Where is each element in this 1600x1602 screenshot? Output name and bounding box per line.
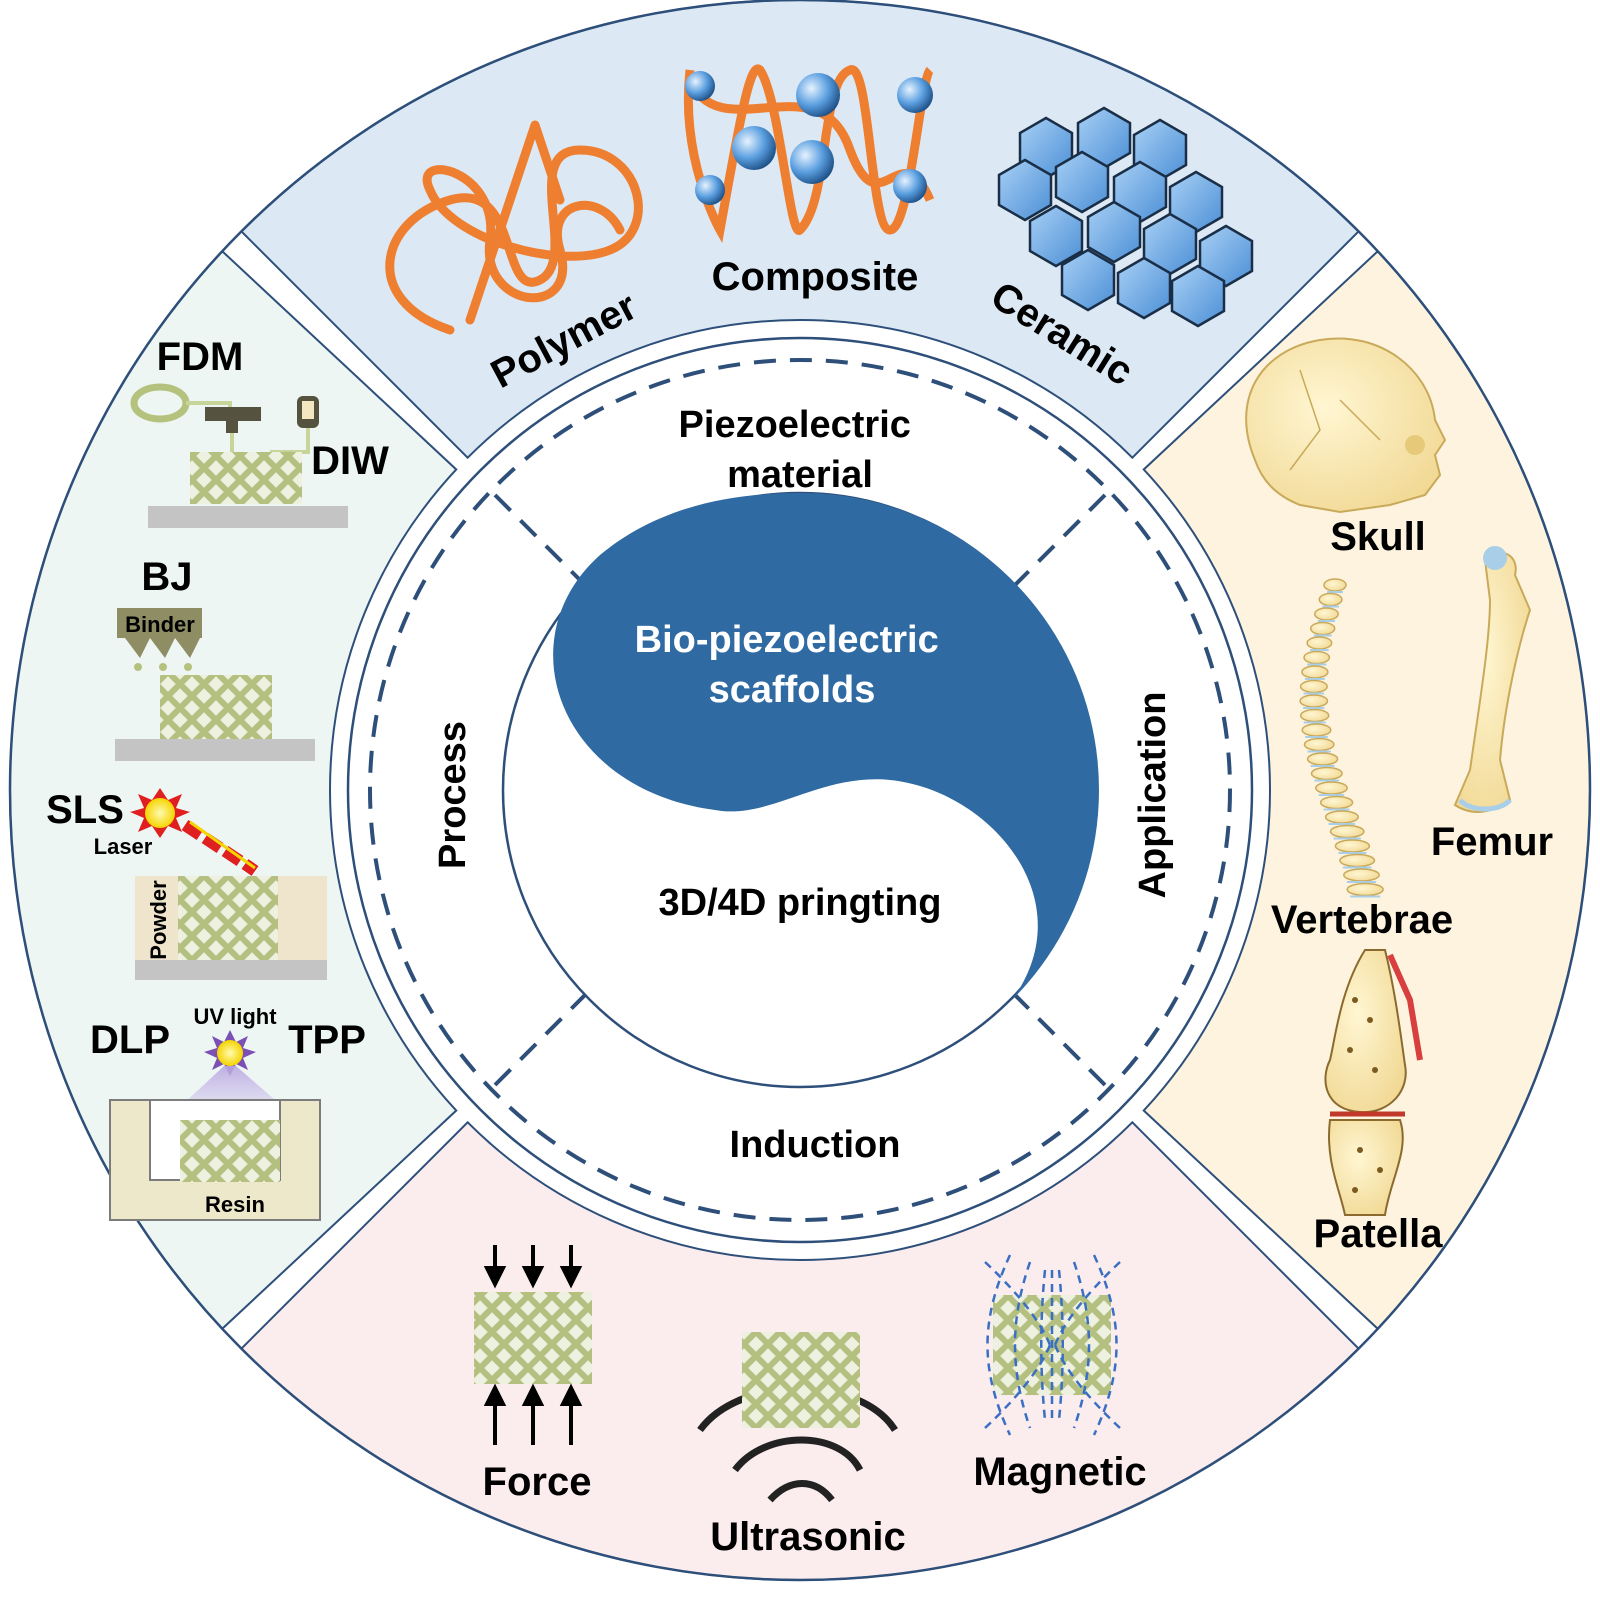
vertebra xyxy=(1318,592,1343,607)
binder-label: Binder xyxy=(125,612,195,637)
diw-label: DIW xyxy=(311,439,389,483)
uv-light-label: UV light xyxy=(193,1004,277,1029)
ring-left-label: Process xyxy=(432,721,474,869)
dashed-dividers xyxy=(493,493,1107,1087)
powder-label: Powder xyxy=(146,880,171,960)
magnetic-icon xyxy=(984,1254,1121,1436)
magnetic-label: Magnetic xyxy=(973,1450,1146,1494)
ceramic-hexagon xyxy=(1116,256,1172,320)
vertebra xyxy=(1339,853,1376,868)
vertebra xyxy=(1309,621,1336,636)
vertebra xyxy=(1299,708,1330,723)
vertebrae-label: Vertebrae xyxy=(1271,898,1453,942)
composite-icon xyxy=(684,64,935,243)
resin-label: Resin xyxy=(205,1192,265,1217)
fdm-printer-icon xyxy=(130,383,348,528)
vertebra xyxy=(1323,578,1347,592)
vertebra xyxy=(1329,824,1365,839)
outer-ring-outline xyxy=(8,0,1592,1582)
ring-top-line1: Piezoelectric xyxy=(679,404,911,446)
vertebra xyxy=(1303,650,1331,665)
ultrasonic-icon xyxy=(697,1332,898,1503)
ring-right-label: Application xyxy=(1132,692,1174,899)
patella-label: Patella xyxy=(1314,1212,1444,1256)
ceramic-icon xyxy=(997,106,1254,328)
vertebra xyxy=(1310,766,1343,781)
vertebra xyxy=(1343,868,1380,882)
vertebra xyxy=(1346,882,1384,897)
vertebra xyxy=(1299,694,1329,708)
skull-icon xyxy=(1245,337,1447,514)
ceramic-hexagon xyxy=(1170,264,1226,328)
fdm-label: FDM xyxy=(157,335,244,379)
vertebra xyxy=(1303,737,1335,752)
scaffolds-label-line1: Bio-piezoelectric xyxy=(635,619,939,661)
ring-top-line2: material xyxy=(727,454,873,496)
force-label: Force xyxy=(483,1460,592,1504)
patella-knee-icon xyxy=(1324,949,1423,1216)
femur-label: Femur xyxy=(1431,820,1553,864)
ceramic-hexagon xyxy=(1086,200,1142,264)
dlp-label: DLP xyxy=(90,1018,170,1062)
tpp-label: TPP xyxy=(288,1018,366,1062)
vertebra xyxy=(1299,679,1328,694)
ceramic-hexagon xyxy=(1054,150,1110,214)
scaffolds-label: Bio-piezoelectric scaffolds xyxy=(635,619,950,711)
polymer-icon xyxy=(385,120,643,335)
sls-label: SLS xyxy=(46,788,124,832)
vertebra xyxy=(1314,607,1339,621)
binder-jet-icon xyxy=(115,608,315,761)
vertebra xyxy=(1324,810,1359,824)
ring-top-label: Piezoelectric material xyxy=(679,404,922,496)
ceramic-hexagon xyxy=(1060,248,1116,312)
vertebrae-icon xyxy=(1299,578,1384,898)
ceramic-hexagon xyxy=(1028,204,1084,268)
ring-bottom-label: Induction xyxy=(730,1124,901,1166)
dashed-ring xyxy=(368,358,1232,1222)
vertebra xyxy=(1306,636,1333,650)
yin-shape xyxy=(553,492,1099,1000)
vertebra xyxy=(1301,723,1332,737)
printing-label: 3D/4D pringting xyxy=(659,882,942,924)
vertebra xyxy=(1315,781,1348,795)
femur-icon xyxy=(1453,546,1532,813)
ultrasonic-label: Ultrasonic xyxy=(710,1515,906,1559)
vertebra xyxy=(1306,752,1339,766)
skull-label: Skull xyxy=(1330,515,1426,559)
bj-label: BJ xyxy=(141,555,192,599)
dlp-uv-icon xyxy=(109,1030,321,1221)
force-icon xyxy=(474,1245,592,1445)
ceramic-hexagon xyxy=(997,158,1053,222)
scaffolds-label-line2: scaffolds xyxy=(709,669,876,711)
composite-label: Composite xyxy=(712,255,919,299)
sls-laser-icon xyxy=(130,788,327,980)
vertebra xyxy=(1301,665,1329,679)
vertebra xyxy=(1319,795,1354,810)
vertebra xyxy=(1334,839,1371,853)
laser-label: Laser xyxy=(94,834,153,859)
